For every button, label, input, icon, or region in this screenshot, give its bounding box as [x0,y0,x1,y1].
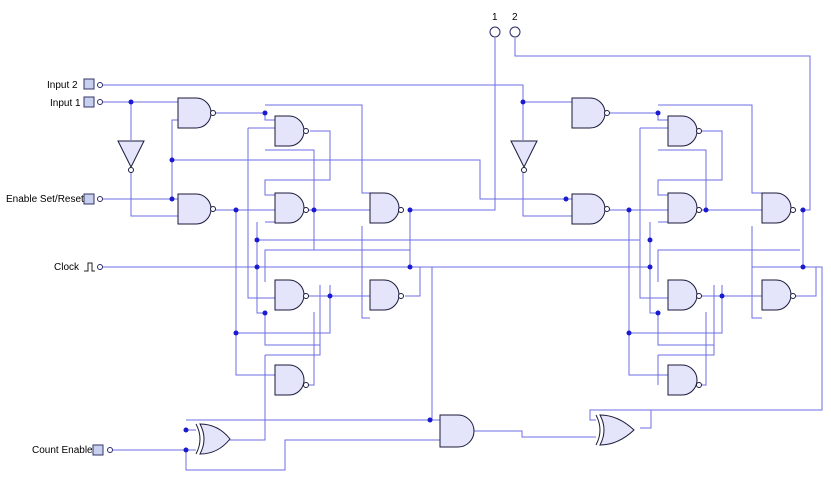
switch-icon[interactable] [83,193,95,205]
output-probe-icon [489,26,501,38]
enable-set-reset-label: Enable Set/Reset [6,194,84,205]
clock-pulse-icon[interactable] [84,262,95,272]
nand-gate [667,364,702,396]
not-gate [510,140,538,173]
input-1-label: Input 1 [50,98,81,109]
switch-icon[interactable] [83,96,95,108]
input-1[interactable]: Input 1 [50,96,103,109]
switch-icon[interactable] [92,444,104,456]
output-1-label: 1 [492,12,498,23]
xor-gate [595,414,635,446]
input-2[interactable]: Input 2 [47,78,103,91]
nand-gate [571,97,610,129]
output-2[interactable]: 2 [509,12,521,38]
nand-gate [274,115,309,147]
nand-gate [369,192,404,224]
nand-gate [667,279,702,311]
nand-gate [761,192,796,224]
nand-gate [177,193,216,225]
nand-gate [274,279,309,311]
xor-gate [195,423,231,455]
clock-label: Clock [54,262,80,273]
input-2-label: Input 2 [47,80,78,91]
nand-gate [667,115,702,147]
nand-gate [571,193,610,225]
output-probe-icon [509,26,521,38]
and-gate [439,414,475,448]
input-count-enable[interactable]: Count Enable [32,444,113,456]
wires [100,38,823,471]
input-clock[interactable]: Clock [54,262,103,273]
not-gate [117,140,145,173]
output-2-label: 2 [512,12,518,23]
count-enable-label: Count Enable [32,445,93,456]
nand-gate [177,97,216,129]
nand-gate [667,192,702,224]
nand-gate [274,364,309,396]
nand-gate [274,192,309,224]
input-enable-set-reset[interactable]: Enable Set/Reset [6,193,103,205]
output-1[interactable]: 1 [489,12,501,38]
nand-gate [761,279,796,311]
junctions [128,99,806,453]
switch-icon[interactable] [83,78,95,90]
nand-gate [369,279,404,311]
